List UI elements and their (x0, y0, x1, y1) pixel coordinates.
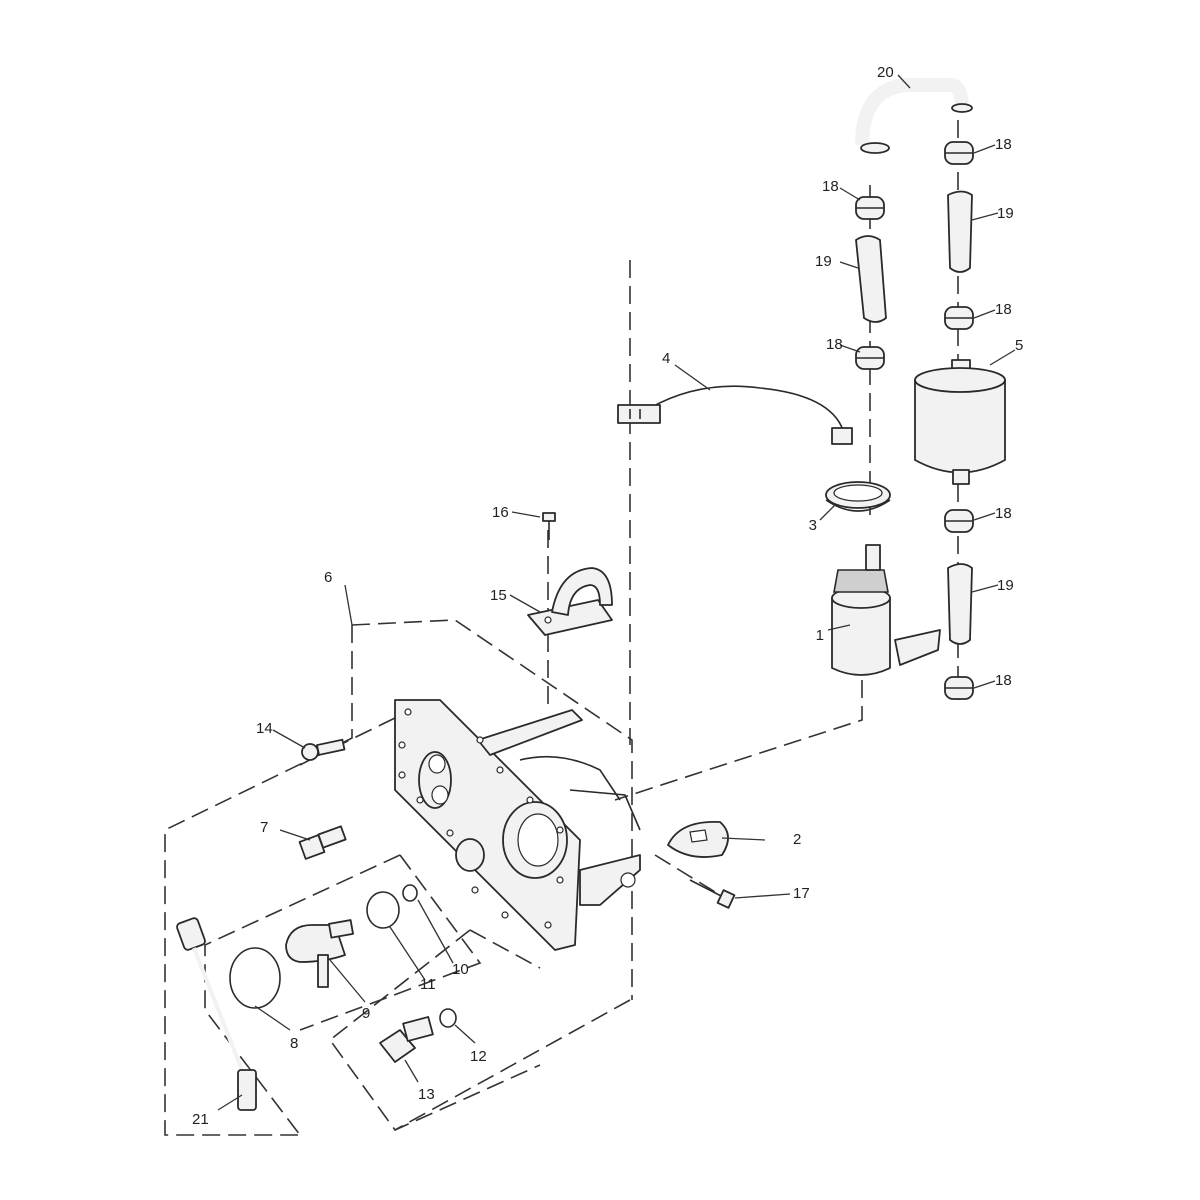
callout-10: 10 (452, 961, 469, 978)
callout-9: 9 (362, 1005, 370, 1022)
callout-8: 8 (290, 1035, 298, 1052)
o-ring-part-10 (402, 884, 418, 902)
callout-15: 15 (490, 587, 507, 604)
callout-2: 2 (793, 831, 801, 848)
clamp-part-18-c (944, 306, 974, 330)
bracket-part-15 (527, 567, 613, 636)
leader-lines (217, 74, 1016, 1111)
callout-18-d: 18 (826, 336, 843, 353)
callout-14: 14 (256, 720, 273, 737)
fitting-part-7 (298, 825, 347, 860)
bolt-part-17 (689, 879, 736, 909)
clamp-part-18-a (944, 141, 974, 165)
callout-18-a: 18 (995, 136, 1012, 153)
o-ring-part-12 (439, 1008, 457, 1028)
callout-18-f: 18 (995, 672, 1012, 689)
mounting-plate (394, 699, 641, 951)
callout-11: 11 (420, 976, 436, 993)
callout-20: 20 (877, 64, 894, 81)
hose-part-19-c (947, 563, 973, 645)
seal-ring-part-3 (825, 481, 891, 512)
callout-19-a: 19 (997, 205, 1014, 222)
fuel-filter-part-5 (914, 359, 1006, 485)
callout-3: 3 (809, 517, 817, 534)
sensor-part-13 (379, 1016, 434, 1063)
callout-labels: 1 2 3 4 5 6 7 8 9 10 11 12 13 14 15 16 1… (192, 64, 1023, 1128)
callout-16: 16 (492, 504, 509, 521)
callout-18-b: 18 (822, 178, 839, 195)
callout-19-b: 19 (815, 253, 832, 270)
alignment-lines (547, 120, 959, 896)
callout-21: 21 (192, 1111, 209, 1128)
clamp-part-18-d (855, 346, 885, 370)
screw-part-14 (301, 738, 346, 761)
callout-6: 6 (324, 569, 332, 586)
hose-part-19-a (947, 190, 973, 273)
callout-12: 12 (470, 1048, 487, 1065)
assembly-outline-sensor (328, 929, 541, 1131)
callout-18-e: 18 (995, 505, 1012, 522)
breather-pipe-part-21 (176, 917, 257, 1111)
o-ring-part-11 (366, 891, 400, 929)
screw-part-16 (542, 512, 556, 540)
wire-harness-part-4 (617, 385, 853, 445)
clamp-part-18-f (944, 676, 974, 700)
callout-17: 17 (793, 885, 810, 902)
callout-1: 1 (816, 627, 824, 644)
fuel-pump-part-1 (831, 544, 941, 676)
callout-19-c: 19 (997, 577, 1014, 594)
callout-7: 7 (260, 819, 268, 836)
shim-plate-part-2 (667, 820, 729, 858)
hose-bend-part-20 (855, 78, 973, 154)
callout-5: 5 (1015, 337, 1023, 354)
callout-13: 13 (418, 1086, 435, 1103)
valve-part-9 (285, 919, 354, 988)
clamp-part-18-b (855, 196, 885, 220)
hose-part-19-b (855, 235, 887, 323)
clamp-part-18-e (944, 509, 974, 533)
o-ring-part-8 (229, 947, 281, 1009)
callout-18-c: 18 (995, 301, 1012, 318)
callout-4: 4 (662, 350, 670, 367)
